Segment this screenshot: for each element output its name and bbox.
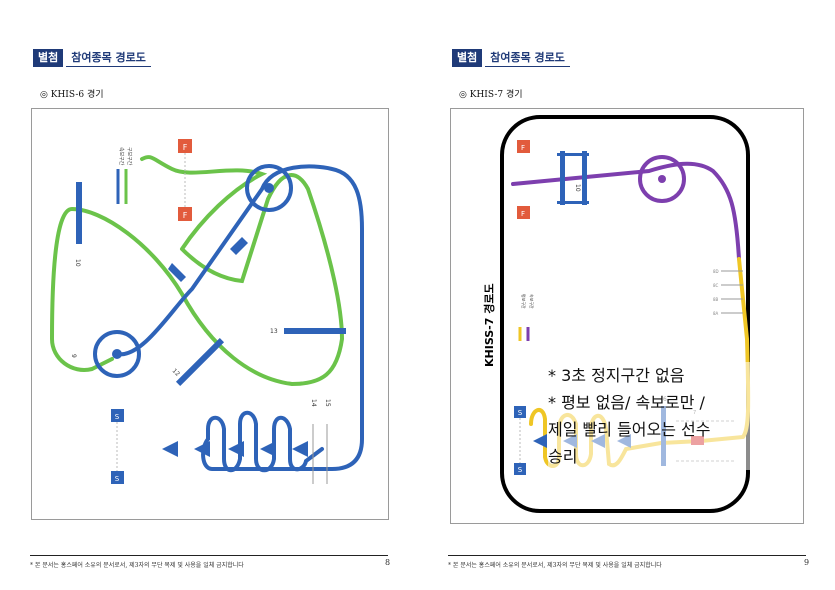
arena-label: KHISS-7 경로도: [482, 283, 496, 367]
obstacle-number: 13: [270, 328, 278, 335]
fence-marker-label: F: [521, 144, 525, 152]
fence-marker-top: [517, 140, 530, 153]
section-title: 참여종목 경로도: [66, 49, 151, 67]
footer-notice: * 본 문서는 홍스페어 소유의 문서로서, 제3자의 무단 복제 및 사용을 …: [448, 562, 662, 569]
page-right: 별첨 참여종목 경로도 ◎ KHIS-7 경기 KHISS-7 경로도 F F: [418, 0, 835, 590]
walk-route-path: [511, 161, 741, 261]
obstacle-bar-10: [76, 182, 82, 244]
start-marker-label: S: [518, 466, 523, 474]
fence-marker-label: F: [183, 143, 188, 152]
slalom-triangles: [162, 441, 308, 457]
fence-marker-bottom: [517, 206, 530, 219]
start-marker-bottom: [111, 471, 124, 484]
course-diagram-khis7: KHISS-7 경로도 F F 10: [450, 108, 804, 524]
appendix-badge: 별첨: [33, 49, 64, 67]
start-marker-label: S: [115, 413, 120, 421]
footer-divider: [448, 555, 806, 556]
legend-label-trot: 평보구간: [521, 294, 527, 309]
fence-marker-bottom: [178, 207, 192, 221]
footer-notice: * 본 문서는 홍스페어 소유의 문서로서, 제3자의 무단 복제 및 사용을 …: [30, 562, 244, 569]
gate-10: [557, 151, 589, 205]
footer-divider: [30, 555, 388, 556]
pole-label: 8D: [713, 269, 719, 274]
fence-marker-label: F: [521, 210, 525, 218]
rule-note-line: 승리: [548, 447, 578, 466]
start-marker-top: [514, 406, 526, 418]
rule-note-line: 제일 빨리 들어오는 선수: [548, 420, 711, 439]
obstacle-number: 15: [324, 399, 331, 407]
rule-note-line: * 3초 정지구간 없음: [548, 366, 685, 385]
pole-label: 8C: [713, 283, 719, 288]
rule-notes: * 3초 정지구간 없음 * 평보 없음/ 속보로만 / 제일 빨리 들어오는 …: [548, 362, 763, 470]
start-marker-label: S: [518, 409, 523, 417]
circle-center-dot: [264, 183, 274, 193]
turn-circle-top: [245, 164, 293, 212]
pole-label: 8B: [713, 297, 719, 302]
walk-route-path: [115, 164, 364, 473]
obstacle-number: 14: [310, 399, 317, 407]
course-subtitle: ◎ KHIS-7 경기: [459, 90, 523, 100]
start-marker-top: [111, 409, 124, 422]
course-diagram-khis6: F F S S 속보구간 구보구간 10 9 12 13 14 15: [31, 108, 389, 520]
rule-note-line: * 평보 없음/ 속보로만 /: [548, 393, 705, 412]
fence-marker-top: [178, 139, 192, 153]
turn-circle: [638, 155, 686, 203]
page-left: 별첨 참여종목 경로도 ◎ KHIS-6 경기: [0, 0, 417, 590]
direction-arrow: [230, 237, 248, 255]
arena-border: [500, 115, 750, 513]
course-subtitle: ◎ KHIS-6 경기: [40, 90, 104, 100]
section-title: 참여종목 경로도: [485, 49, 570, 67]
canter-route-path: [49, 155, 345, 387]
legend-label-canter: 구보구간: [126, 147, 133, 166]
gate-poles: [312, 424, 328, 484]
pole-label: 8A: [713, 311, 719, 316]
section-header: 별첨 참여종목 경로도: [452, 49, 570, 67]
obstacle-number: 10: [74, 259, 81, 267]
obstacle-bar-12: [175, 337, 225, 387]
circle-center-dot: [658, 175, 666, 183]
fence-marker-label: F: [183, 211, 188, 220]
obstacle-number: 12: [171, 367, 181, 377]
start-marker-label: S: [115, 475, 120, 483]
legend-label-walk: 속보구간: [118, 147, 125, 166]
khis6-route-svg: F F S S 속보구간 구보구간 10 9 12 13 14 15: [49, 139, 364, 484]
page-number: 8: [385, 558, 391, 567]
turn-circle-bottom: [93, 330, 141, 378]
start-marker-bottom: [514, 463, 526, 475]
circle-center-dot: [112, 349, 122, 359]
direction-arrow: [168, 263, 186, 282]
legend-label-walk: 속보구간: [529, 294, 535, 309]
appendix-badge: 별첨: [452, 49, 483, 67]
obstacle-number: 10: [574, 184, 581, 192]
obstacle-bar-13: [284, 328, 346, 334]
side-poles: [721, 270, 743, 314]
page-number: 9: [804, 558, 810, 567]
obstacle-number: 9: [70, 354, 77, 358]
section-header: 별첨 참여종목 경로도: [33, 49, 151, 67]
